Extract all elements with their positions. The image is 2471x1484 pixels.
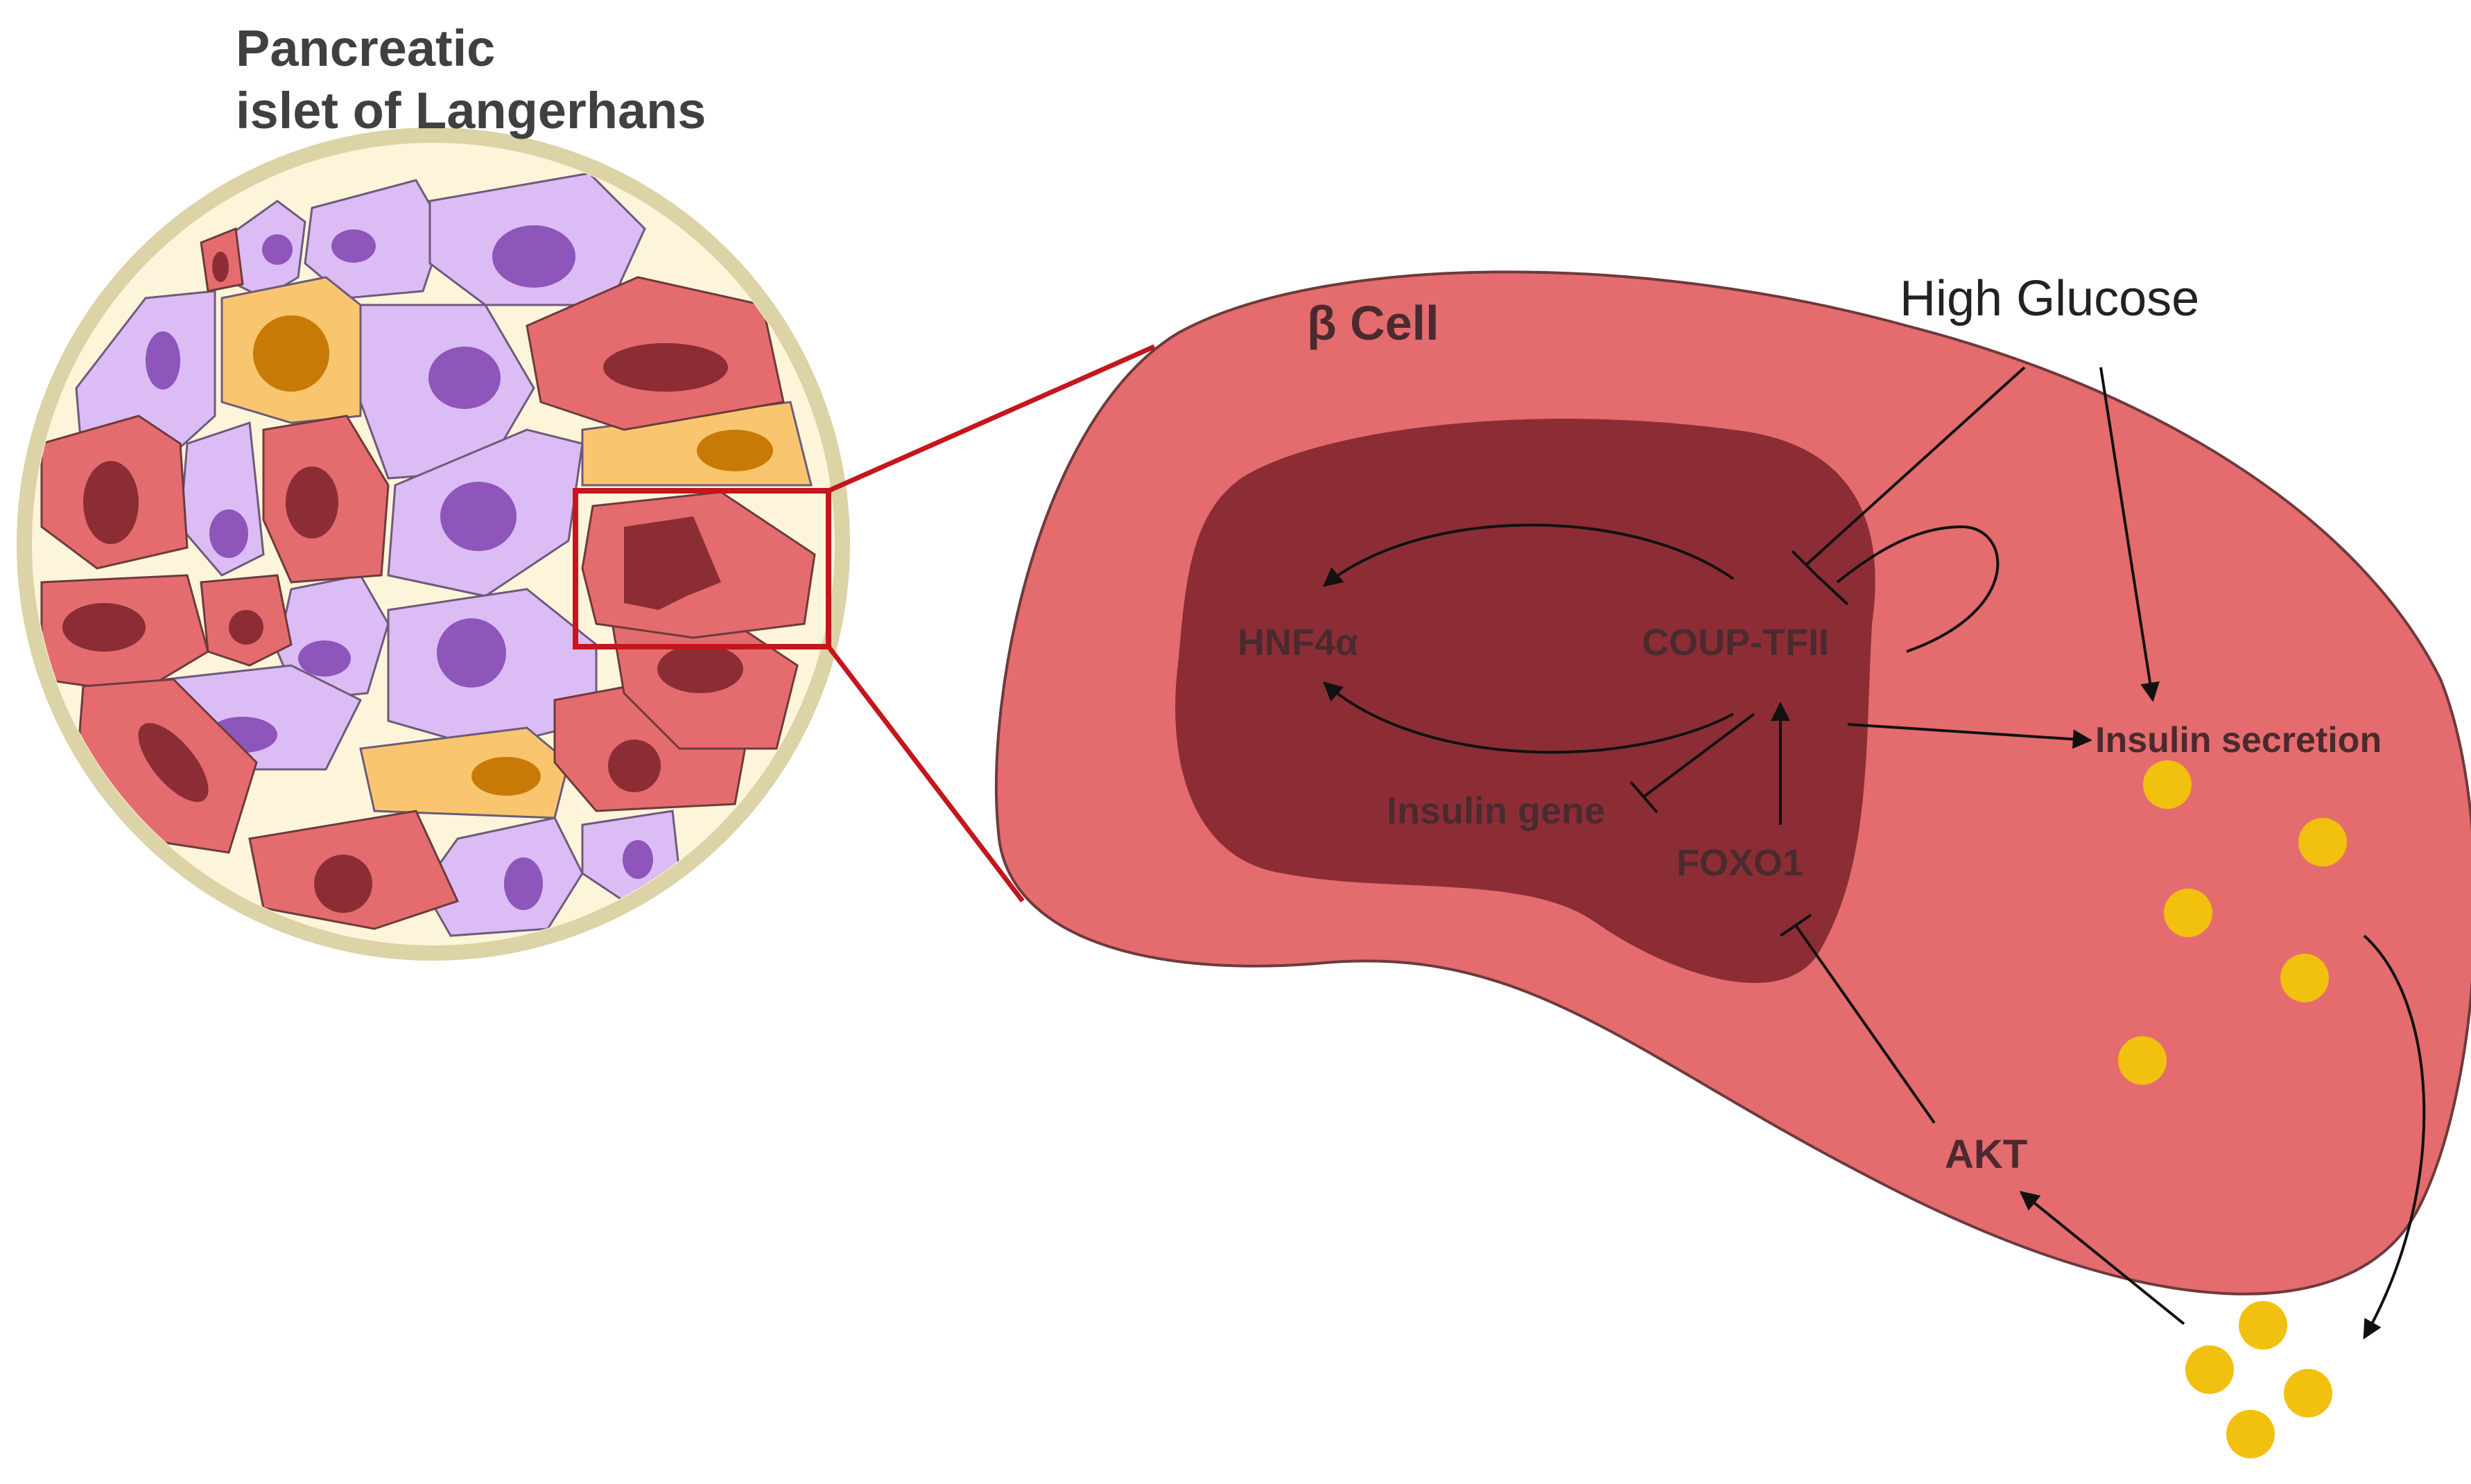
- zoom-connectors: [826, 344, 1156, 903]
- highlighted-beta-cell: [581, 491, 816, 639]
- edge-glucose-to-secretion: [2099, 367, 2160, 702]
- hnf4a-label: HNF4α: [1238, 622, 1358, 663]
- beta-cell-enlarged: [995, 270, 2471, 1295]
- delta-nuclei: [253, 315, 773, 796]
- insulin-granules: [2118, 760, 2347, 1085]
- pathway-edges: [1322, 366, 2426, 1340]
- edge-akt-inhibit-foxo1: [1794, 924, 1936, 1124]
- insulin-gene-label: Insulin gene: [1387, 790, 1605, 832]
- coup-tfii-label: COUP-TFII: [1642, 622, 1829, 663]
- edge-akt-inhibit-foxo1-bar: [1779, 914, 1812, 937]
- beta-cell-label: β Cell: [1307, 296, 1439, 350]
- edge-coup-to-hnf4a-upper: [1322, 523, 1735, 587]
- high-glucose-label: High Glucose: [1900, 271, 2199, 326]
- edge-insulin-to-akt: [2019, 1191, 2185, 1325]
- edge-glucose-inhibit-coup: [1805, 366, 2026, 566]
- islet-title-line2: islet of Langerhans: [236, 82, 706, 139]
- edge-coup-self-loop: [1836, 525, 2000, 653]
- edge-coup-self-loop-bar: [1815, 574, 1849, 606]
- foxo1-label: FOXO1: [1676, 842, 1803, 884]
- islet-title-line1: Pancreatic: [236, 19, 495, 77]
- edge-coup-inhibit-insulin-gene: [1642, 713, 1755, 798]
- secreted-insulin-granules: [2185, 1301, 2332, 1458]
- edge-granule-release: [2363, 934, 2426, 1340]
- beta-nuclei: [62, 252, 743, 913]
- zoom-box: [573, 488, 831, 649]
- insulin-secretion-label: Insulin secretion: [2095, 720, 2382, 760]
- edge-glucose-inhibit-bar: [1791, 550, 1821, 580]
- edge-coup-to-hnf4a-lower: [1322, 681, 1734, 754]
- edge-coup-inhibit-insulin-gene-bar: [1629, 780, 1658, 814]
- islet-of-langerhans: [17, 128, 850, 961]
- akt-label: AKT: [1945, 1132, 2027, 1177]
- edge-coup-to-secretion: [1847, 723, 2092, 749]
